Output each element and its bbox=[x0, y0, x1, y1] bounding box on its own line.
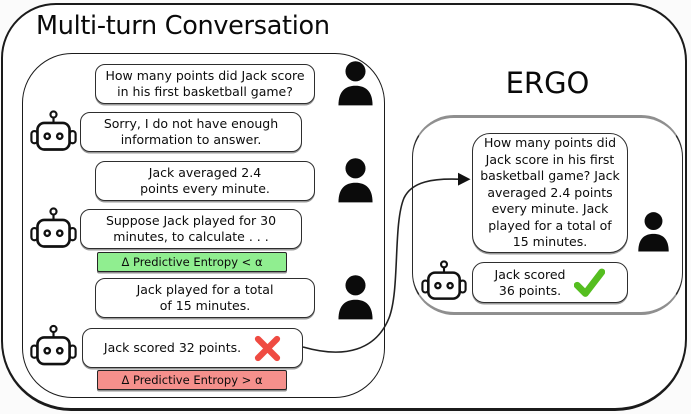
multi-turn-title: Multi-turn Conversation bbox=[36, 11, 330, 41]
robot-icon bbox=[30, 110, 77, 154]
check-icon bbox=[574, 268, 605, 297]
person-icon bbox=[637, 211, 670, 252]
user-message-text: Jack averaged 2.4 points every minute. bbox=[140, 165, 270, 196]
person-icon bbox=[337, 157, 374, 203]
person-icon bbox=[337, 60, 374, 106]
bot-message-text: Suppose Jack played for 30 minutes, to c… bbox=[105, 213, 277, 244]
bot-message-bubble: Sorry, I do not have enough information … bbox=[80, 112, 302, 152]
user-message-bubble: Jack averaged 2.4 points every minute. bbox=[95, 161, 315, 201]
entropy-high-badge: Δ Predictive Entropy > α bbox=[97, 370, 287, 390]
user-message-bubble: Jack played for a total of 15 minutes. bbox=[95, 278, 315, 318]
bot-message-text: Sorry, I do not have enough information … bbox=[103, 116, 279, 147]
ergo-user-message-text: How many points did Jack score in his fi… bbox=[480, 135, 620, 250]
robot-icon bbox=[421, 260, 467, 303]
cross-icon bbox=[254, 335, 281, 362]
user-message-text: How many points did Jack score in his fi… bbox=[105, 68, 305, 99]
robot-icon bbox=[30, 207, 77, 251]
ergo-title: ERGO bbox=[505, 66, 590, 100]
person-icon bbox=[337, 274, 374, 320]
robot-icon bbox=[30, 324, 77, 369]
user-message-bubble: How many points did Jack score in his fi… bbox=[95, 64, 315, 104]
bot-answer-text: Jack scored 32 points. bbox=[103, 340, 242, 355]
ergo-user-message-bubble: How many points did Jack score in his fi… bbox=[472, 133, 628, 253]
ergo-bot-answer-text: Jack scored 36 points. bbox=[494, 266, 566, 298]
entropy-low-badge: Δ Predictive Entropy < α bbox=[97, 252, 287, 272]
ergo-bot-answer-bubble: Jack scored 36 points. bbox=[472, 262, 628, 303]
user-message-text: Jack played for a total of 15 minutes. bbox=[136, 282, 274, 313]
bot-message-bubble: Suppose Jack played for 30 minutes, to c… bbox=[80, 209, 302, 249]
bot-answer-bubble: Jack scored 32 points. bbox=[82, 328, 303, 368]
